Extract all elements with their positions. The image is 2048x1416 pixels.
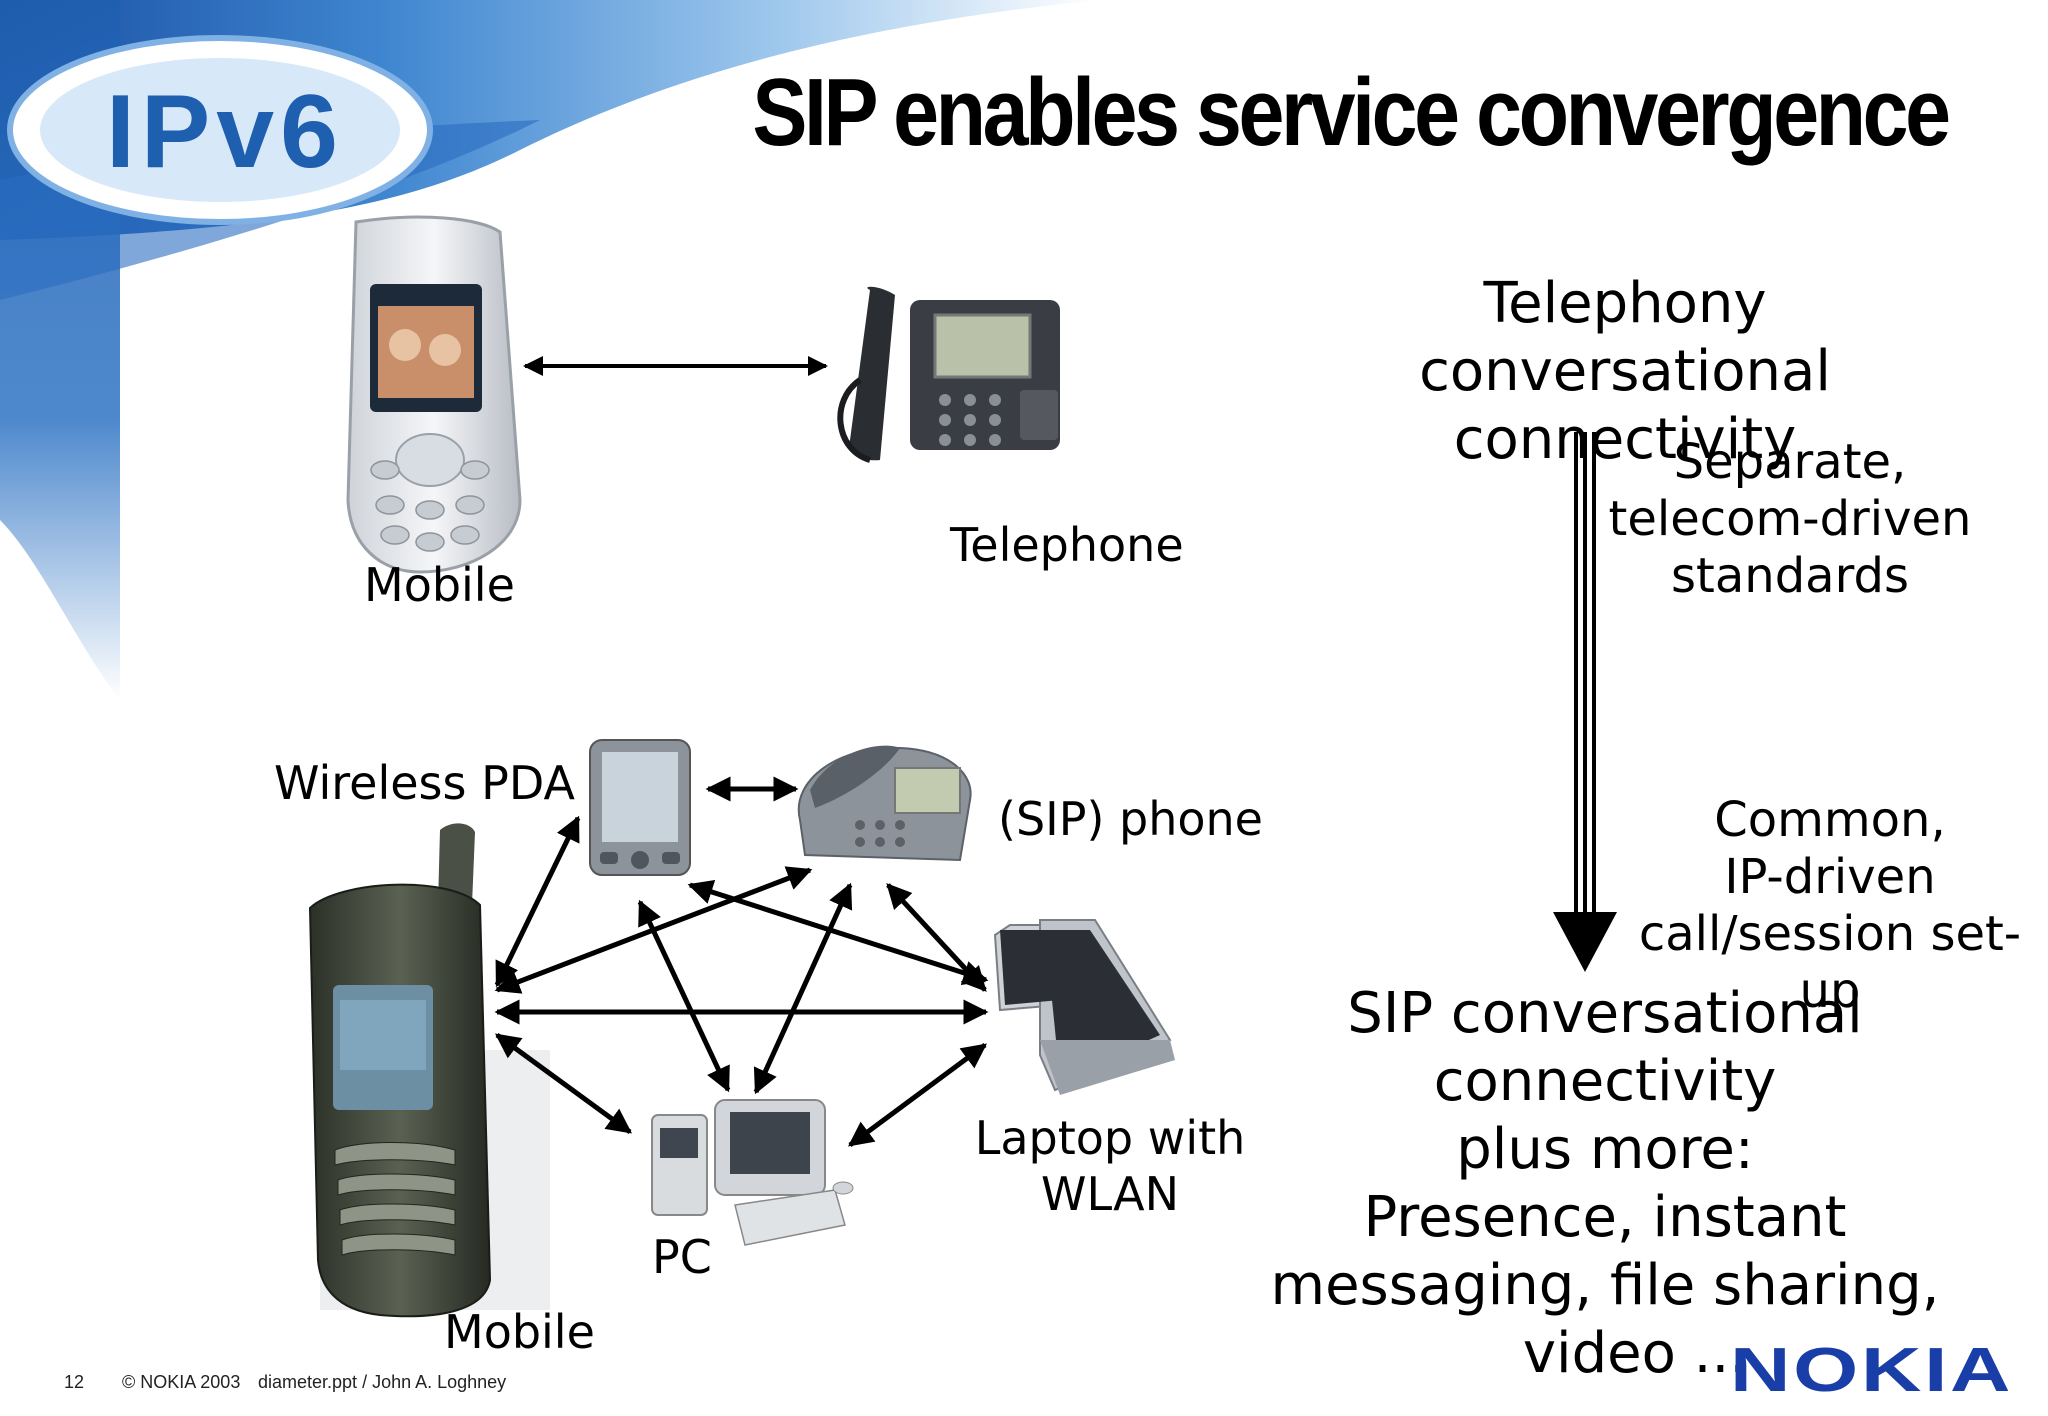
sip-line4: Presence, instant <box>1363 1185 1847 1250</box>
slide-title: SIP enables service convergence <box>752 59 1951 166</box>
mobile-label-top: Mobile <box>364 558 515 612</box>
file-info: diameter.ppt / John A. Loghney <box>258 1372 507 1392</box>
sip-phone-label: (SIP) phone <box>998 792 1263 846</box>
laptop-label: Laptop with WLAN <box>960 1110 1260 1222</box>
note2-line3: call/session set-up <box>1638 906 2022 1019</box>
sip-benefits-text: SIP conversational connectivity plus mor… <box>1260 980 1950 1388</box>
ipv6-logo <box>7 35 433 225</box>
note2-line2: IP-driven <box>1724 849 1936 905</box>
transition-arrow <box>1553 432 1617 972</box>
pc-label: PC <box>652 1230 712 1284</box>
note1-line1: Separate, <box>1673 434 1907 490</box>
laptop-image <box>993 919 1175 1095</box>
sip-phone-image <box>797 745 972 862</box>
telephony-heading: Telephony conversational connectivity <box>1270 270 1980 474</box>
desk-telephone-image <box>837 286 1060 463</box>
telephony-heading-line1: Telephony conversational <box>1419 271 1831 404</box>
note1-line3: standards <box>1671 548 1909 604</box>
sip-line2: connectivity <box>1433 1049 1777 1114</box>
sip-line5: messaging, file sharing, <box>1270 1253 1940 1318</box>
sip-line1: SIP conversational <box>1347 981 1863 1046</box>
laptop-label-line1: Laptop with <box>974 1111 1246 1165</box>
dark-mobile-phone-image <box>308 823 550 1318</box>
network-arrows <box>494 776 989 1148</box>
pda-label: Wireless PDA <box>274 756 575 810</box>
sip-line6: video ... <box>1522 1321 1748 1386</box>
ipv6-logo-text: IPv6 <box>106 74 344 190</box>
nokia-logo: NOKIA <box>1730 1336 2014 1405</box>
note1-line2: telecom-driven <box>1608 491 1972 547</box>
note2-line1: Common, <box>1714 792 1946 848</box>
telephone-label: Telephone <box>950 518 1184 572</box>
separate-standards-note: Separate, telecom-driven standards <box>1600 434 1980 605</box>
mobile-label-bottom: Mobile <box>444 1305 595 1359</box>
page-number: 12 <box>64 1372 85 1392</box>
silver-mobile-phone-image <box>346 215 522 574</box>
laptop-label-line2: WLAN <box>1040 1167 1180 1221</box>
pc-image <box>651 1099 854 1246</box>
sip-line3: plus more: <box>1456 1117 1754 1182</box>
telephony-heading-line2: connectivity <box>1453 407 1797 472</box>
copyright: © NOKIA 2003 <box>122 1372 241 1392</box>
common-ip-note: Common, IP-driven call/session set-up <box>1620 792 2040 1020</box>
pda-image <box>589 739 691 876</box>
